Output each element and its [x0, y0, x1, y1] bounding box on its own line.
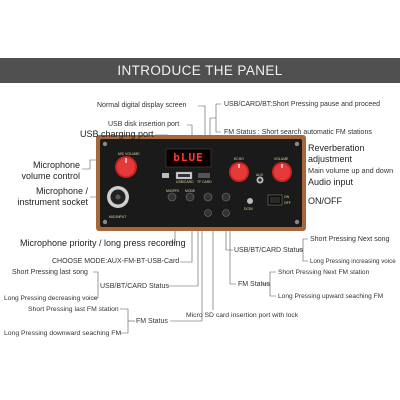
panel-label-echo: ECHO [234, 157, 244, 161]
panel-graphic [96, 135, 306, 231]
label-next-usb-bt-card: USB/BT/CARD Status [234, 247, 303, 254]
page-title: INTRODUCE THE PANEL [117, 63, 283, 78]
panel-label-mic-pri: MIC/PRI [166, 189, 179, 193]
label-long-increase-voice: Long Pressing increasing voice [310, 258, 396, 265]
panel-label-mode: MODE [185, 189, 196, 193]
panel-label-on: ON [284, 195, 290, 199]
device-panel: bLUE MIC VOLUME ECHO VOLUME AUX MIC/INPU… [96, 135, 306, 231]
usb-charging-port [162, 173, 169, 178]
dc-jack [247, 198, 253, 204]
leader-prevfm-bracket [120, 308, 129, 334]
label-long-decrease-voice: Long Pressing decreasing voice [4, 295, 98, 302]
label-usb-disk-port: USB disk insertion port [108, 121, 180, 128]
page-title-banner: INTRODUCE THE PANEL [0, 58, 400, 83]
label-long-downward-fm: Long Pressing downward seaching FM [4, 330, 122, 337]
label-choose-mode: CHOOSE MODE:AUX-FM-BT-USB-Card [52, 258, 180, 265]
panel-face [100, 139, 302, 227]
play-button [204, 209, 212, 217]
label-prev-fm-status: FM Status [136, 318, 168, 325]
label-mic-socket: Microphone / instrument socket [10, 186, 88, 208]
panel-label-usb: USB/CARD [176, 180, 194, 184]
screw-icon [102, 141, 108, 147]
label-mic-socket-text: Microphone / instrument socket [17, 186, 88, 207]
panel-label-aux: AUX [256, 173, 263, 177]
label-mic-priority: Microphone priority / long press recordi… [20, 238, 186, 248]
screw-icon [102, 219, 108, 225]
label-long-upward-fm: Long Pressing upward seaching FM [278, 293, 384, 300]
label-short-next-song: Short Pressing Next song [310, 236, 390, 243]
play-button [222, 209, 230, 217]
label-usb-charging: USB charging port [80, 129, 154, 139]
label-prev-usb-bt-card: USB/BT/CARD Status [100, 283, 169, 290]
leader-prevfm-stem [170, 221, 203, 322]
display-text: bLUE [173, 151, 204, 164]
panel-label-off: OFF [284, 201, 291, 205]
screw-icon [294, 141, 300, 147]
label-fm-status-short: FM Status : Short search automatic FM st… [224, 129, 372, 136]
leader-bracket-top [215, 103, 221, 133]
label-mic-volume-text: Microphone volume control [21, 160, 80, 181]
panel-label-tf-card: TF CARD [197, 180, 212, 184]
prev-button [203, 192, 213, 202]
leader-next-bracket [302, 238, 308, 262]
label-usb-bt-card-short: USB/CARD/BT:Short Pressing pause and pro… [224, 101, 381, 108]
mic-priority-button [167, 192, 177, 202]
panel-label-mic-volume: MIC VOLUME [118, 152, 140, 156]
label-next-fm-status: FM Status [238, 281, 270, 288]
label-reverberation-text: Reverberation adjustment [308, 143, 365, 164]
next-button [221, 192, 231, 202]
label-reverberation: Reverberation adjustment [308, 143, 398, 165]
digital-display [165, 148, 212, 168]
screw-icon [294, 219, 300, 225]
panel-label-dc: DC5V [244, 207, 254, 211]
panel-label-mic-input: MIC/INPUT [109, 215, 127, 219]
leader-nextfm-bracket [269, 271, 276, 297]
label-short-last-fm: Short Pressing last FM station [28, 306, 119, 313]
label-short-next-fm: Short Pressing Next FM station [278, 269, 370, 276]
mode-button [185, 192, 195, 202]
panel-label-volume: VOLUME [274, 157, 289, 161]
label-micro-sd: Micro SD card insertion port with lock [186, 312, 299, 319]
label-normal-display: Normal digital display screen [97, 102, 187, 109]
label-main-volume: Main volume up and down [308, 166, 394, 175]
label-on-off: ON/OFF [308, 196, 342, 206]
micro-sd-slot [198, 173, 210, 178]
label-mic-volume: Microphone volume control [14, 160, 80, 182]
label-audio-input: Audio input [308, 177, 354, 187]
label-short-last-song: Short Pressing last song [12, 269, 88, 276]
